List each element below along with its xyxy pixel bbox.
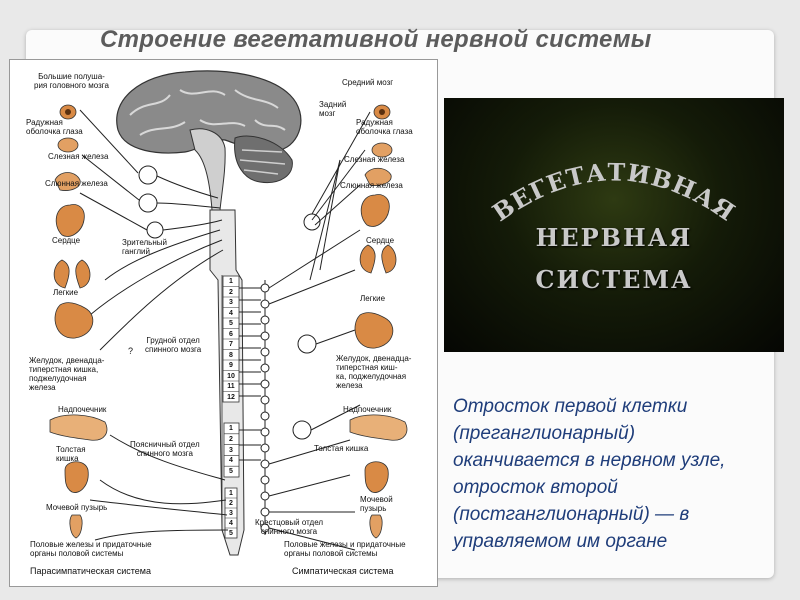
svg-text:ВЕГЕТАТИВНАЯ: ВЕГЕТАТИВНАЯ	[487, 157, 741, 227]
segment-number: 5	[229, 320, 233, 327]
video-frame: ВЕГЕТАТИВНАЯ НЕРВНАЯ СИСТЕМА	[444, 98, 784, 352]
label-adrenal-right: Надпочечник	[343, 405, 392, 414]
label-stomach-left: Желудок, двенадца-типерстная кишка,подже…	[29, 356, 105, 392]
thoracic-segments	[222, 275, 240, 403]
diagram-drawing	[49, 70, 408, 556]
segment-number: 6	[229, 330, 233, 338]
segment-number: 9	[229, 362, 233, 369]
segment-number: 3	[229, 446, 233, 454]
segment-number: 2	[229, 435, 233, 443]
label-lungs-left: Легкие	[53, 288, 79, 297]
caption-line: оканчивается в нервном узле,	[453, 450, 726, 471]
label-cerebrum: Большие полуша-рия головного мозга	[34, 72, 109, 90]
right-organs	[349, 104, 408, 539]
segment-number: 1	[229, 490, 233, 497]
label-stomach-right: Желудок, двенадца-типерстная киш-ка, под…	[336, 354, 412, 390]
segment-number: 5	[229, 468, 233, 476]
label-salivary-right: Слюнная железа	[340, 181, 403, 190]
segment-number: 3	[229, 299, 233, 306]
parasympathetic-nerves	[79, 109, 229, 541]
question-mark: ?	[128, 346, 134, 356]
sympathetic-nerves	[268, 111, 371, 551]
lumbar-segments	[223, 422, 240, 478]
label-salivary-left: Слюнная железа	[45, 179, 108, 188]
label-heart-right: Сердце	[366, 236, 395, 245]
video-line-3: СИСТЕМА	[535, 265, 693, 294]
caption-line: Отросток первой клетки	[453, 396, 688, 417]
video-line-2: НЕРВНАЯ	[535, 223, 693, 252]
label-adrenal-left: Надпочечник	[58, 405, 107, 414]
segment-number: 1	[229, 278, 233, 285]
label-lacrimal-left: Слезная железа	[48, 152, 109, 161]
video-title-arc: ВЕГЕТАТИВНАЯ	[487, 157, 741, 227]
label-colon-right: Толстая кишка	[314, 444, 369, 453]
segment-number: 11	[227, 383, 235, 390]
caption-line: отросток второй	[453, 477, 618, 498]
sympathetic-chain	[239, 159, 341, 535]
segment-number: 4	[229, 457, 233, 465]
segment-number: 12	[227, 393, 235, 401]
slide-title: Строение вегетативной нервной системы	[100, 26, 652, 53]
segment-number: 7	[229, 341, 233, 348]
label-heart-left: Сердце	[52, 236, 81, 245]
segment-number: 2	[229, 500, 233, 507]
brain-illustration	[116, 70, 302, 211]
label-parasympathetic-system: Парасимпатическая система	[30, 566, 151, 576]
left-organs	[49, 104, 108, 539]
video-arc-text: ВЕГЕТАТИВНАЯ	[487, 157, 740, 227]
label-lacrimal-right: Слезная железа	[344, 155, 405, 164]
caption-line: (постганглионарный) — в	[453, 504, 690, 525]
caption-text: Отросток первой клетки (преганглионарный…	[453, 393, 773, 555]
segment-number: 3	[229, 510, 233, 517]
segment-number: 8	[229, 351, 233, 359]
caption-line: (преганглионарный)	[453, 423, 636, 444]
nervous-system-diagram: Большие полуша-рия головного мозга Радуж…	[9, 59, 438, 587]
label-sympathetic-system: Симпатическая система	[292, 566, 394, 576]
segment-number: 10	[227, 372, 235, 380]
segment-number: 4	[229, 309, 233, 317]
segment-number: 5	[229, 530, 233, 537]
label-midbrain: Средний мозг	[342, 78, 394, 87]
label-lungs-right: Легкие	[360, 294, 386, 303]
caption-line: управляемом им органе	[453, 531, 668, 552]
segment-number: 1	[229, 425, 233, 432]
segment-number: 4	[229, 520, 233, 527]
segment-number: 2	[229, 288, 233, 296]
label-bladder-left: Мочевой пузырь	[46, 503, 108, 512]
sacral-segments	[224, 487, 238, 539]
